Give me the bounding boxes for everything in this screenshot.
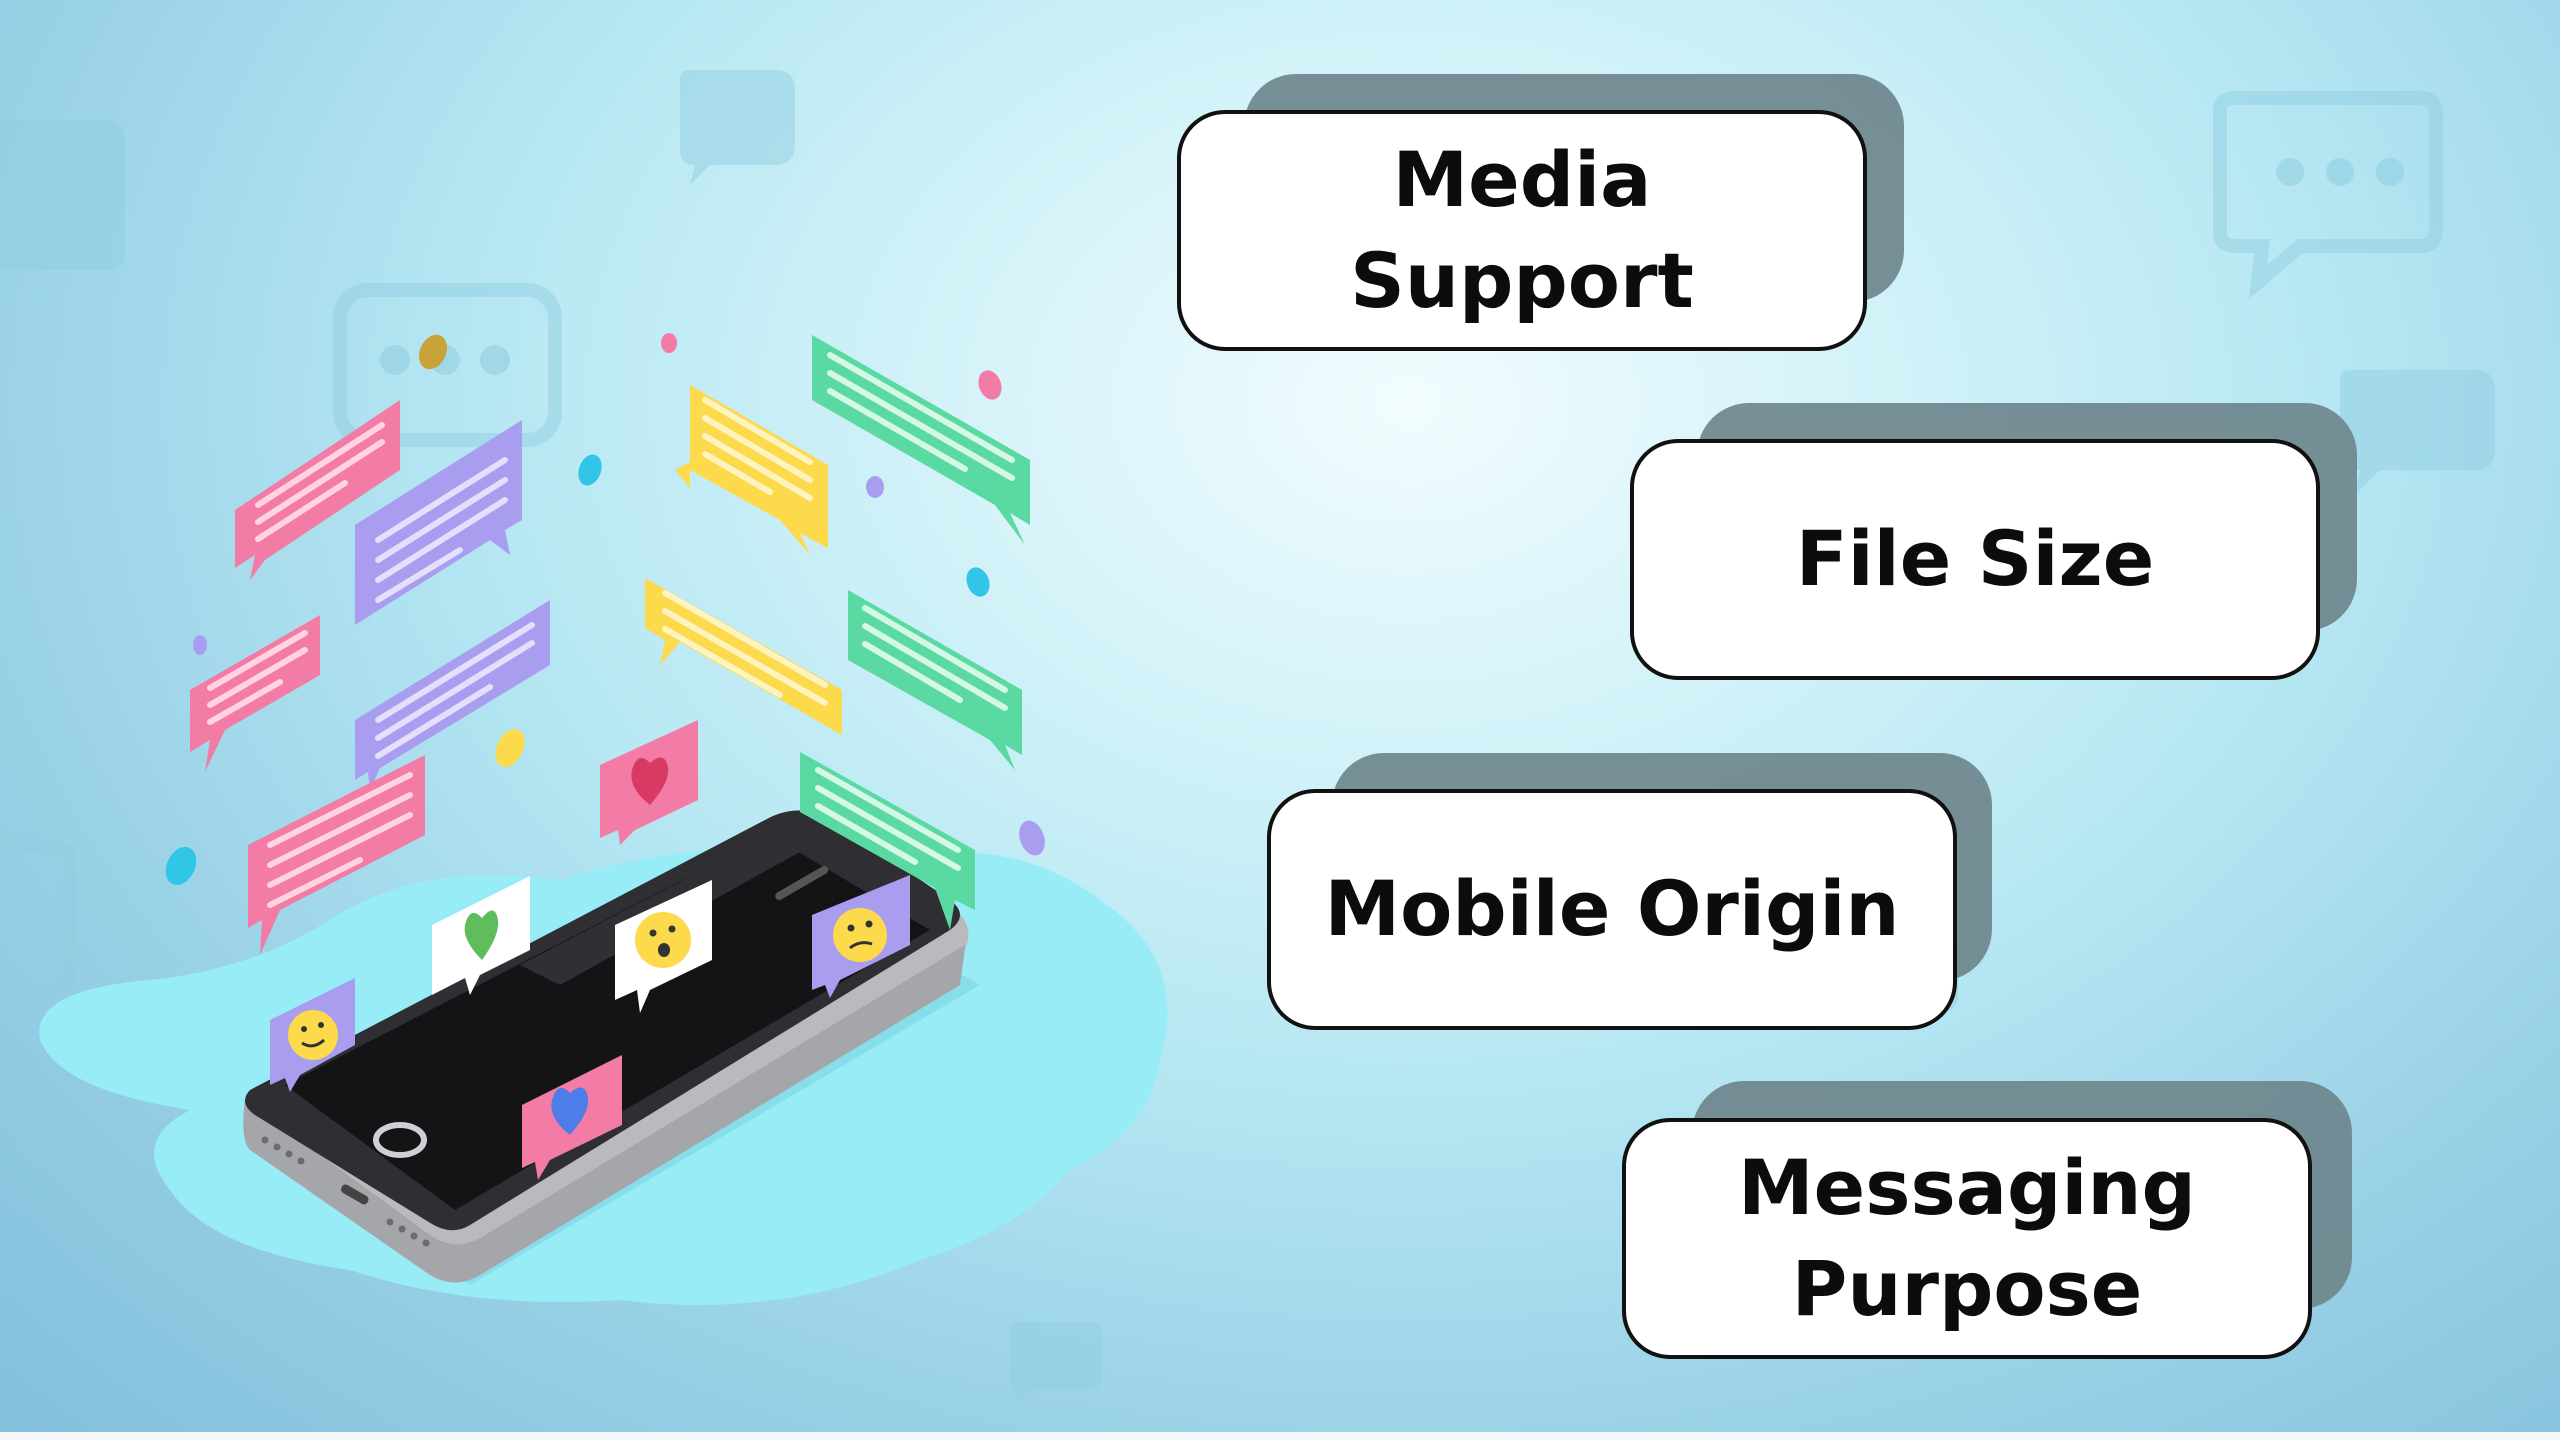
chat-bubble-yellow-2 (645, 578, 842, 735)
chat-bubble-pink-1 (235, 400, 400, 580)
emoji-bubble-pink-heart-top (600, 720, 698, 845)
chat-bubble-green-3 (800, 752, 975, 930)
feature-label: Media Support (1350, 135, 1694, 325)
chat-bubble-purple-1 (355, 420, 522, 625)
home-button (373, 1122, 427, 1158)
feature-label: File Size (1795, 514, 2155, 604)
feature-label: Mobile Origin (1324, 864, 1900, 954)
chat-bubble-green-2 (848, 590, 1022, 770)
emoji-bubble-green-heart (432, 876, 530, 995)
chat-bubble-pink-3 (248, 755, 425, 955)
phone-chat-illustration (39, 333, 1168, 1305)
emoji-bubble-yellow-smile (270, 978, 355, 1092)
bottom-border (0, 1432, 2560, 1440)
emoji-bubble-yellow-wow (615, 880, 712, 1013)
emoji-bubble-pink-heart (522, 1055, 622, 1180)
chat-bubble-pink-2 (190, 615, 320, 772)
feature-label: Messaging Purpose (1738, 1143, 2196, 1333)
emoji-bubble-purple-sad (812, 875, 910, 998)
chat-bubble-green-1 (812, 335, 1030, 545)
chat-bubble-purple-2 (355, 600, 550, 790)
chat-bubble-yellow-1 (675, 385, 828, 555)
